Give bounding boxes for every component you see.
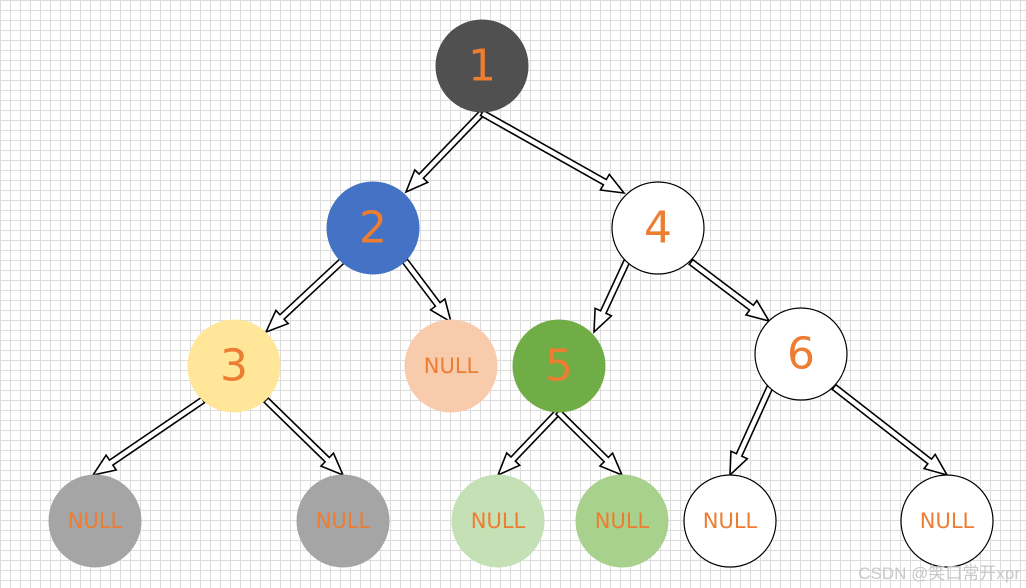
tree-node-n1: 1	[435, 19, 529, 113]
tree-node-n3r: NULL	[296, 474, 390, 568]
tree-node-n4: 4	[611, 181, 705, 275]
node-circle	[404, 319, 498, 413]
edge-arrow-n4-n6	[688, 258, 771, 323]
node-value-label: 2	[359, 203, 387, 254]
edge-arrow-n3-n3l	[91, 396, 206, 477]
node-circle	[754, 307, 848, 401]
node-circle	[451, 474, 545, 568]
tree-node-n5: 5	[512, 319, 606, 413]
edge-arrow-n6-n6l	[729, 384, 774, 477]
null-node-label: NULL	[68, 509, 123, 533]
node-value-label: 6	[787, 329, 815, 380]
tree-node-n6: 6	[754, 307, 848, 401]
null-node-label: NULL	[316, 509, 371, 533]
node-value-label: 1	[468, 41, 496, 92]
node-value-label: 4	[644, 203, 672, 254]
tree-node-n5l: NULL	[451, 474, 545, 568]
null-node-label: NULL	[424, 354, 479, 378]
edge-arrow-n2-n3	[264, 257, 346, 334]
node-circle	[900, 474, 994, 568]
node-circle	[187, 319, 281, 413]
node-circle	[575, 474, 669, 568]
edge-arrow-n1-n2	[404, 109, 486, 194]
node-circle	[435, 19, 529, 113]
null-node-label: NULL	[703, 509, 758, 533]
tree-node-n2: 2	[326, 181, 420, 275]
node-circle	[683, 474, 777, 568]
node-circle	[48, 474, 142, 568]
node-circle	[512, 319, 606, 413]
tree-node-n3: 3	[187, 319, 281, 413]
edge-arrow-n1-n4	[479, 109, 626, 195]
node-value-label: 5	[545, 341, 573, 392]
edge-arrow-n3-n3r	[262, 396, 345, 477]
node-circle	[611, 181, 705, 275]
edge-arrow-n5-n5r	[554, 408, 624, 477]
tree-node-n2r: NULL	[404, 319, 498, 413]
null-node-label: NULL	[920, 509, 975, 533]
node-circle	[296, 474, 390, 568]
tree-edges	[91, 109, 949, 477]
edge-arrow-n4-n5	[593, 258, 631, 334]
tree-node-n6r: NULL	[900, 474, 994, 568]
edge-arrow-n2-n2r	[401, 258, 453, 324]
watermark: CSDN @笑口常开xpr	[858, 564, 1020, 583]
tree-node-n3l: NULL	[48, 474, 142, 568]
null-node-label: NULL	[471, 509, 526, 533]
edge-arrow-n5-n5l	[496, 408, 562, 477]
tree-node-n5r: NULL	[575, 474, 669, 568]
node-value-label: 3	[220, 341, 248, 392]
node-circle	[326, 181, 420, 275]
tree-node-n6l: NULL	[683, 474, 777, 568]
edge-arrow-n6-n6r	[831, 383, 949, 477]
null-node-label: NULL	[595, 509, 650, 533]
